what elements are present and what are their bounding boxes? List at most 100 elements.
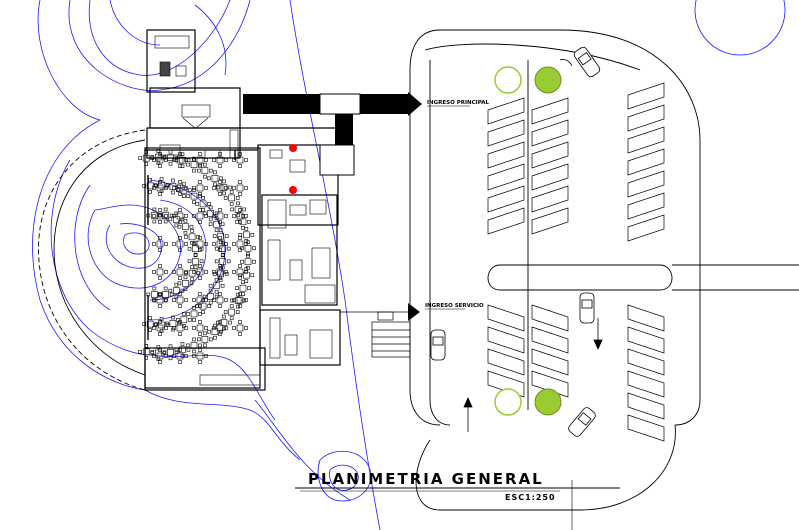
- table-set: [157, 207, 174, 224]
- table-set: [172, 348, 188, 364]
- parking-stall: [531, 119, 569, 147]
- table-set: [187, 253, 204, 270]
- table-set: [152, 292, 168, 308]
- table-set: [168, 282, 185, 299]
- table-set: [152, 208, 168, 224]
- table-set: [207, 170, 223, 187]
- table-set: [152, 152, 168, 168]
- car-icon: [579, 292, 595, 324]
- parking-stall: [627, 370, 665, 398]
- table-set: [238, 227, 255, 243]
- table-set: [192, 348, 208, 364]
- table-set: [152, 320, 168, 336]
- table-set: [168, 211, 185, 228]
- table-set: [216, 179, 232, 196]
- parking-stall: [627, 170, 665, 198]
- table-set: [223, 304, 240, 320]
- dining-dividers: [147, 150, 236, 340]
- parking-stall: [627, 214, 665, 242]
- car-icon: [568, 407, 596, 437]
- table-set: [186, 306, 202, 322]
- parking-stall: [627, 192, 665, 220]
- table-set: [172, 264, 188, 280]
- parking-stall: [487, 97, 525, 125]
- parking-stalls: [487, 82, 665, 442]
- parking-stall: [531, 326, 569, 354]
- entrance-arrow-icon: [408, 92, 422, 116]
- building-walls: [144, 29, 341, 391]
- stair-icon: [340, 303, 420, 358]
- table-set: [176, 311, 192, 328]
- drawing-scale: ESC1:250: [505, 493, 556, 502]
- table-set: [232, 180, 248, 196]
- parking-stall: [487, 370, 525, 398]
- table-set: [202, 288, 219, 305]
- table-set: [232, 292, 248, 308]
- table-set: [207, 323, 223, 340]
- ingreso-servicio-label: INGRESO SERVICIO: [425, 303, 484, 309]
- table-set: [138, 343, 155, 360]
- table-set: [152, 348, 168, 364]
- table-set: [197, 162, 213, 179]
- table-set: [195, 196, 211, 212]
- table-set: [212, 228, 229, 244]
- table-set: [212, 320, 228, 336]
- table-set: [223, 190, 240, 206]
- tree-icon: [494, 388, 562, 416]
- parking-stall: [531, 185, 569, 213]
- table-set: [212, 236, 228, 252]
- table-set: [208, 216, 225, 233]
- ingreso-principal-label: INGRESO PRINCIPAL: [427, 100, 489, 106]
- table-set: [192, 180, 208, 196]
- table-set: [172, 320, 188, 336]
- trees: [494, 66, 562, 416]
- parking-stall: [531, 163, 569, 191]
- table-set: [212, 208, 228, 224]
- red-markers: [289, 144, 297, 194]
- table-set: [212, 292, 228, 308]
- dining-tables: [138, 149, 256, 364]
- parking-stall: [531, 97, 569, 125]
- table-set: [235, 280, 251, 296]
- parking-stall: [627, 148, 665, 176]
- table-set: [232, 320, 248, 336]
- parking-stall: [487, 348, 525, 376]
- parking-stall: [531, 370, 569, 398]
- table-set: [197, 331, 213, 348]
- table-set: [232, 152, 248, 168]
- parking-stall: [487, 163, 525, 191]
- restaurant-ring: [38, 129, 146, 391]
- table-set: [192, 208, 208, 224]
- table-set: [172, 236, 188, 252]
- table-set: [192, 152, 208, 168]
- table-set: [186, 188, 202, 204]
- parking-stall: [627, 82, 665, 110]
- drawing-title: PLANIMETRIA GENERAL: [308, 470, 544, 488]
- table-set: [212, 180, 228, 196]
- parking-stall: [487, 119, 525, 147]
- table-set: [174, 341, 191, 358]
- parking-stall: [531, 141, 569, 169]
- parking-stall: [627, 104, 665, 132]
- table-set: [152, 264, 168, 280]
- table-set: [176, 182, 192, 199]
- table-set: [202, 205, 219, 222]
- table-set: [208, 277, 225, 294]
- table-set: [152, 236, 168, 252]
- parking-stall: [487, 185, 525, 213]
- parking-stall: [627, 392, 665, 420]
- parking-stall: [531, 304, 569, 332]
- table-set: [192, 264, 208, 280]
- table-set: [232, 208, 248, 224]
- table-set: [230, 292, 246, 309]
- table-set: [232, 264, 248, 280]
- table-set: [172, 152, 188, 168]
- tree-icon: [494, 66, 562, 94]
- parking-stall: [531, 348, 569, 376]
- service-arrow-icon: [408, 303, 420, 321]
- table-set: [192, 236, 208, 252]
- car-icon: [430, 329, 446, 361]
- table-set: [172, 180, 188, 196]
